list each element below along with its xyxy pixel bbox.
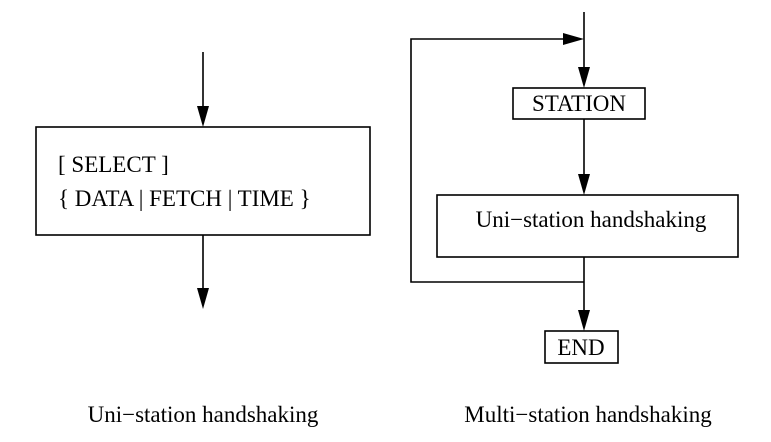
- multi-station-diagram: STATION Uni−station handshaking END Mult…: [410, 12, 739, 427]
- uni-command-line-1: [ SELECT ]: [58, 152, 169, 177]
- multi-caption: Multi−station handshaking: [464, 402, 712, 427]
- handshake-to-end-arrow-head: [578, 310, 590, 331]
- end-box: [544, 330, 619, 364]
- uni-exit-arrow-head: [197, 288, 209, 309]
- uni-command-box: [35, 126, 371, 236]
- uni-caption: Uni−station handshaking: [88, 402, 319, 427]
- loop-back-path: [410, 38, 584, 283]
- uni-handshake-label: Uni−station handshaking: [476, 207, 707, 232]
- uni-handshake-box: [436, 194, 739, 258]
- multi-entry-arrow-head: [578, 67, 590, 88]
- station-to-handshake-arrow-head: [578, 174, 590, 195]
- uni-station-diagram: [ SELECT ] { DATA | FETCH | TIME } Uni−s…: [35, 52, 371, 427]
- station-label: STATION: [532, 91, 626, 116]
- uni-entry-arrow-head: [197, 106, 209, 127]
- end-label: END: [557, 335, 604, 360]
- station-box: [512, 87, 646, 120]
- loop-back-arrow-head: [563, 33, 584, 45]
- uni-command-line-2: { DATA | FETCH | TIME }: [58, 186, 311, 211]
